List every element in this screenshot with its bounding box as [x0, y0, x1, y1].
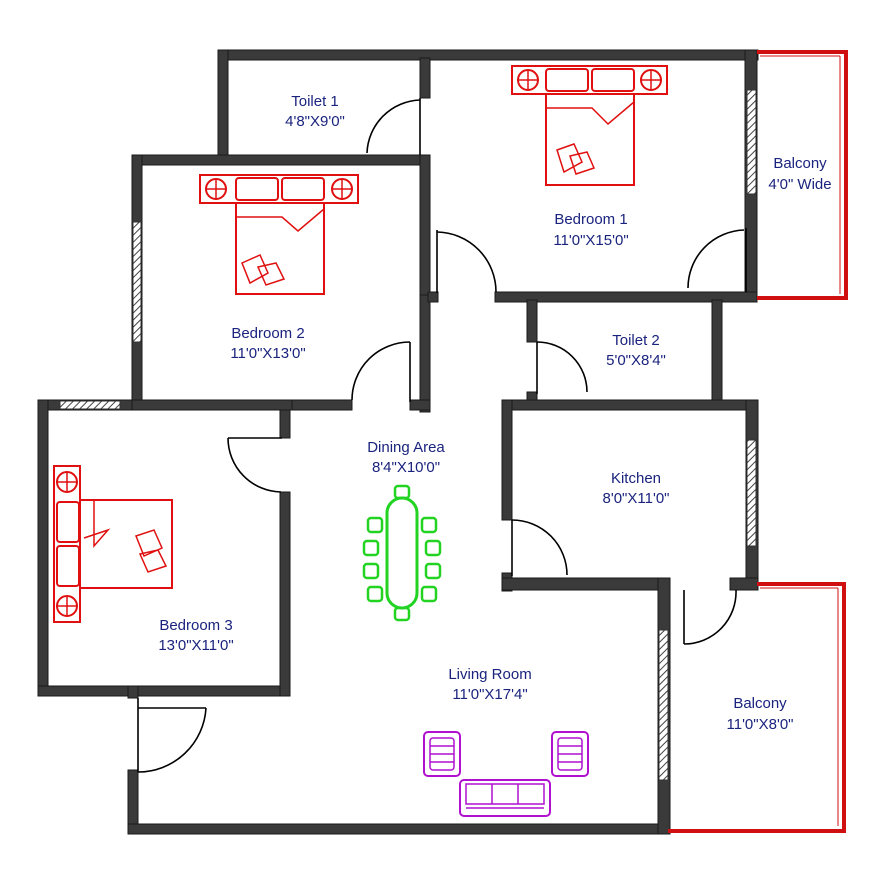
window-icon [746, 439, 757, 547]
toilet2-name: Toilet 2 [612, 332, 660, 349]
bedroom3-name: Bedroom 3 [159, 617, 232, 634]
bedroom1-name: Bedroom 1 [554, 211, 627, 228]
dining-dims: 8'4"X10'0" [372, 459, 440, 476]
toilet1-name: Toilet 1 [291, 93, 339, 110]
double-bed-icon [53, 465, 173, 623]
door-swing-icon [536, 341, 588, 394]
door-swing-icon [683, 589, 737, 645]
armchair-icon [423, 731, 461, 777]
dining-name: Dining Area [367, 439, 445, 456]
sofa-icon [459, 779, 551, 817]
balcony-rails [668, 50, 848, 833]
kitchen-name: Kitchen [611, 470, 661, 487]
window-icon [132, 221, 142, 343]
living-name: Living Room [448, 666, 531, 683]
door-swing-icon [366, 98, 421, 155]
balcony2-dims: 11'0"X8'0" [727, 716, 794, 733]
armchair-icon [551, 731, 589, 777]
doors [137, 98, 747, 773]
bed-bedroom2 [199, 174, 359, 295]
bed-bedroom1 [511, 65, 668, 186]
sofa [459, 779, 551, 817]
door-swing-icon [227, 437, 282, 493]
armchair-left [423, 731, 461, 777]
window-icon [658, 629, 669, 781]
bedroom3-dims: 13'0"X11'0" [158, 637, 233, 654]
double-bed-icon [511, 65, 668, 186]
door-swing-icon [351, 341, 411, 402]
door-swing-icon [687, 228, 747, 292]
windows [59, 89, 757, 781]
kitchen-dims: 8'0"X11'0" [603, 490, 670, 507]
armchair-right [551, 731, 589, 777]
bed-bedroom3 [53, 465, 173, 623]
toilet2-dims: 5'0"X8'4" [606, 352, 666, 369]
double-bed-icon [199, 174, 359, 295]
door-swing-icon [436, 230, 497, 293]
balcony2-name: Balcony [733, 695, 787, 712]
balcony1-dims: 4'0" Wide [768, 176, 831, 193]
bedroom1-dims: 11'0"X15'0" [553, 232, 628, 249]
window-icon [746, 89, 757, 195]
bedroom2-name: Bedroom 2 [231, 325, 304, 342]
dining-table-icon [362, 484, 442, 622]
toilet1-dims: 4'8"X9'0" [285, 113, 345, 130]
window-icon [59, 400, 121, 410]
living-dims: 11'0"X17'4" [452, 686, 527, 703]
balcony1-name: Balcony [773, 155, 827, 172]
room-labels: Toilet 1 4'8"X9'0" Bedroom 1 11'0"X15'0"… [158, 93, 831, 733]
door-swing-icon [137, 698, 207, 773]
bedroom2-dims: 11'0"X13'0" [230, 345, 305, 362]
door-swing-icon [511, 519, 568, 576]
